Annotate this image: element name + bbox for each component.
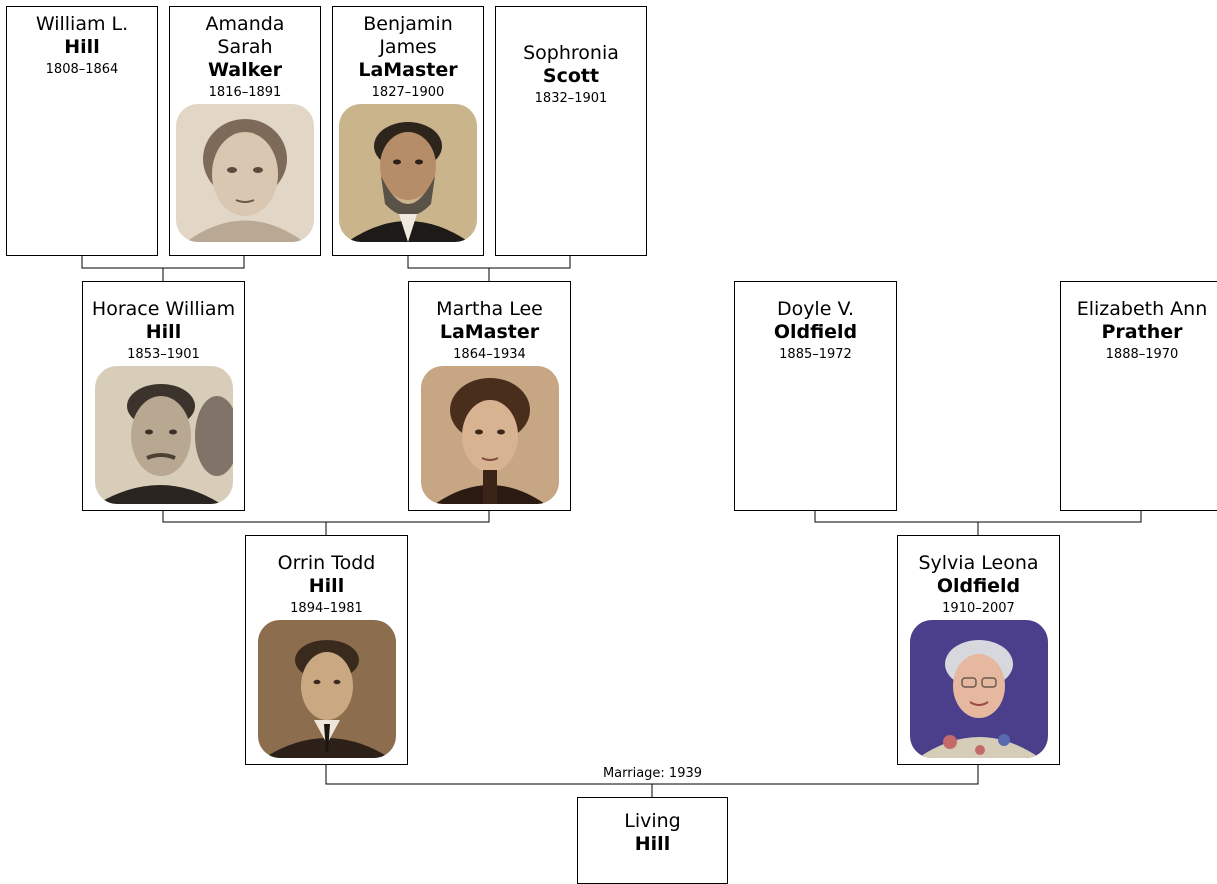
portrait-photo[interactable] [94,366,233,504]
life-years: 1808–1864 [45,62,119,77]
portrait-photo[interactable] [339,104,477,242]
given-name: Sophronia [523,42,619,64]
portrait-photo[interactable] [257,620,396,758]
surname: Prather [1101,321,1183,343]
surname: Oldfield [936,575,1021,597]
life-years: 1864–1934 [453,347,526,362]
given-name: Sylvia Leona [918,552,1039,574]
given-name: Amanda Sarah [205,13,285,58]
life-years: 1832–1901 [534,91,608,106]
person-card-benjamin-lamaster[interactable]: Benjamin James LaMaster 1827–1900 [332,6,484,256]
surname: Oldfield [773,321,858,343]
person-card-horace-hill[interactable]: Horace William Hill 1853–1901 [82,281,245,511]
connector-william-amanda [81,256,245,281]
marriage-label: Marriage: 1939 [580,766,725,782]
life-years: 1816–1891 [208,85,282,100]
given-name: Orrin Todd [277,552,376,574]
surname: Hill [145,321,182,343]
surname: Hill [308,575,345,597]
given-name: Horace William [91,298,236,320]
portrait-photo[interactable] [176,104,314,242]
life-years: 1853–1901 [127,347,200,362]
portrait-photo[interactable] [909,620,1048,758]
person-card-sophronia-scott[interactable]: Sophronia Scott 1832–1901 [495,6,647,256]
life-years: 1910–2007 [942,601,1015,616]
person-card-orrin-hill[interactable]: Orrin Todd Hill 1894–1981 [245,535,408,765]
given-name: William L. [35,13,129,35]
portrait-photo[interactable] [420,366,559,504]
surname: Walker [208,59,282,81]
given-name: Living [624,810,681,832]
person-card-sylvia-oldfield[interactable]: Sylvia Leona Oldfield 1910–2007 [897,535,1060,765]
given-name: Elizabeth Ann [1076,298,1208,320]
person-card-elizabeth-prather[interactable]: Elizabeth Ann Prather 1888–1970 [1060,281,1217,511]
surname: LaMaster [439,321,540,343]
person-card-living-hill[interactable]: Living Hill [577,797,728,884]
life-years: 1888–1970 [1105,347,1179,362]
given-name: Benjamin James [363,13,453,58]
life-years: 1827–1900 [371,85,445,100]
surname: LaMaster [358,59,458,81]
connector-horace-martha [162,511,490,535]
surname: Scott [542,65,600,87]
connector-doyle-elizabeth [814,511,1142,535]
connector-benjamin-sophronia [407,256,571,281]
person-card-william-hill[interactable]: William L. Hill 1808–1864 [6,6,158,256]
connector-orrin-sylvia [325,765,979,797]
given-name: Doyle V. [776,298,855,320]
given-name: Martha Lee [436,298,543,320]
surname: Hill [64,36,100,58]
person-card-doyle-oldfield[interactable]: Doyle V. Oldfield 1885–1972 [734,281,897,511]
person-card-martha-lamaster[interactable]: Martha Lee LaMaster 1864–1934 [408,281,571,511]
life-years: 1885–1972 [779,347,852,362]
person-card-amanda-walker[interactable]: Amanda Sarah Walker 1816–1891 [169,6,321,256]
life-years: 1894–1981 [290,601,363,616]
surname: Hill [634,833,671,855]
